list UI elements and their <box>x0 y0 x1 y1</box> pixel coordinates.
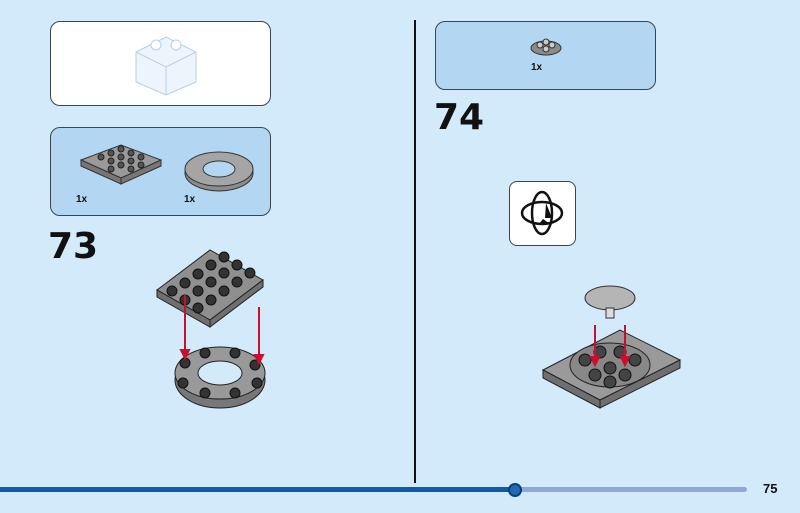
previous-result-box <box>50 21 271 106</box>
step-number: 74 <box>434 97 485 138</box>
page-divider <box>414 20 416 483</box>
progress-bar-fill <box>0 487 516 492</box>
plate-4x4-part <box>79 144 163 185</box>
rotate-model-icon <box>509 181 576 246</box>
parts-box-step-73: 1x 1x <box>50 127 271 216</box>
part-quantity: 1x <box>531 62 543 73</box>
progress-bar-knob <box>508 483 523 497</box>
step-74-illustration <box>541 285 682 409</box>
ring-plate-part <box>184 151 254 192</box>
white-brick-illustration <box>135 36 197 96</box>
progress-bar <box>0 483 747 497</box>
parts-box-step-74: 1x <box>435 21 656 90</box>
part-quantity: 1x <box>184 194 196 205</box>
step-73-illustration <box>156 249 266 409</box>
page-number: 75 <box>763 481 778 496</box>
round-plate-part <box>530 38 562 56</box>
part-quantity: 1x <box>76 194 88 205</box>
step-number: 73 <box>48 226 99 267</box>
